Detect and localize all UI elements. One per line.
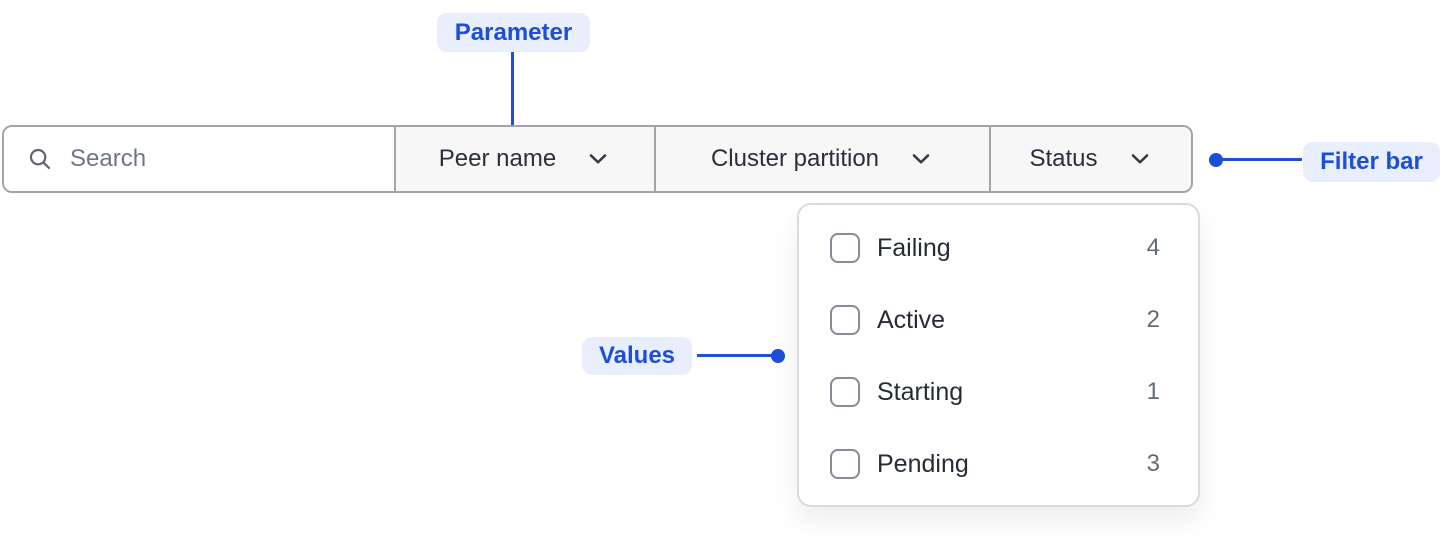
filter-parameter-cluster-partition[interactable]: Cluster partition xyxy=(654,127,989,191)
filter-parameter-peer-name[interactable]: Peer name xyxy=(394,127,654,191)
option-count: 4 xyxy=(1146,234,1160,261)
status-dropdown-panel: Failing 4 Active 2 Starting 1 Pending 3 xyxy=(797,203,1200,507)
dropdown-option-failing[interactable]: Failing 4 xyxy=(799,212,1198,284)
parameter-connector-line xyxy=(511,52,514,138)
checkbox-failing[interactable] xyxy=(830,233,860,263)
filter-parameter-label: Peer name xyxy=(438,145,557,172)
option-label: Starting xyxy=(877,377,964,406)
checkbox-pending[interactable] xyxy=(830,449,860,479)
filter-bar: Search Peer name Cluster partition Statu… xyxy=(2,125,1193,193)
chevron-down-icon xyxy=(585,146,611,172)
option-count: 3 xyxy=(1146,450,1160,477)
option-count: 2 xyxy=(1146,306,1160,333)
dropdown-option-starting[interactable]: Starting 1 xyxy=(799,356,1198,428)
annotation-parameter-badge: Parameter xyxy=(437,13,590,52)
search-icon xyxy=(27,146,53,172)
chevron-down-icon xyxy=(1127,146,1153,172)
filter-parameter-status[interactable]: Status xyxy=(989,127,1191,191)
search-input[interactable]: Search xyxy=(4,127,394,191)
chevron-down-icon xyxy=(908,146,934,172)
filter-parameter-label: Cluster partition xyxy=(710,145,880,172)
option-label: Failing xyxy=(877,233,951,262)
checkbox-starting[interactable] xyxy=(830,377,860,407)
option-label: Active xyxy=(877,305,946,334)
option-count: 1 xyxy=(1146,378,1160,405)
filter-bar-connector-line xyxy=(1222,158,1302,161)
annotation-filter-bar-badge: Filter bar xyxy=(1303,142,1440,182)
option-label: Pending xyxy=(877,449,969,478)
values-connector-dot xyxy=(771,349,785,363)
dropdown-option-pending[interactable]: Pending 3 xyxy=(799,428,1198,500)
filter-bar-connector-dot xyxy=(1209,153,1223,167)
checkbox-active[interactable] xyxy=(830,305,860,335)
annotation-values-badge: Values xyxy=(582,337,692,375)
search-placeholder: Search xyxy=(70,145,147,172)
filter-parameter-label: Status xyxy=(1029,145,1098,172)
values-connector-line xyxy=(697,354,775,357)
dropdown-option-active[interactable]: Active 2 xyxy=(799,284,1198,356)
